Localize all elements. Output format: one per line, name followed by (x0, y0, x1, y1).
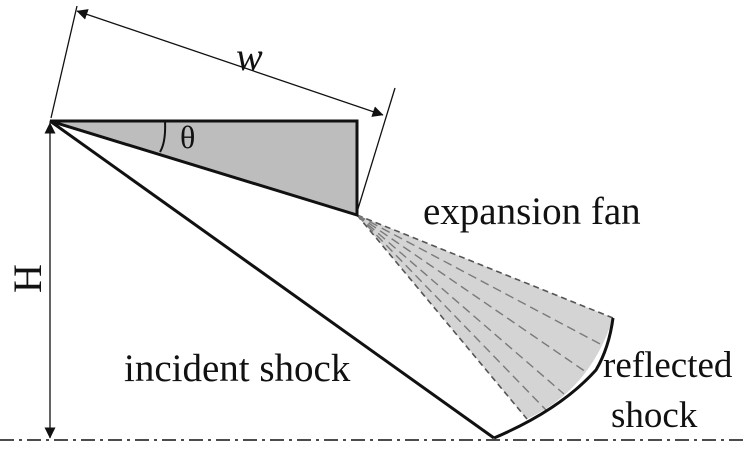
height-label: H (5, 264, 50, 293)
angle-label: θ (180, 119, 195, 155)
incident-shock-line (49, 119, 495, 440)
fan-ray (356, 214, 565, 395)
reflected-shock-line (493, 317, 615, 440)
wedge (49, 119, 359, 218)
incident-shock-label: incident shock (124, 347, 351, 390)
angle-arc (159, 120, 167, 153)
fan-ray (356, 214, 603, 346)
reflected-shock-label-line1: reflected (603, 345, 733, 386)
fan-ray (356, 214, 547, 411)
expansion-fan-label: expansion fan (423, 190, 641, 233)
width-label: w (236, 34, 263, 79)
fan-boundary-upper (356, 214, 614, 319)
dimension-extension-left (50, 5, 78, 119)
expansion-fan-region (357, 215, 613, 419)
dimension-extension-right (356, 87, 396, 213)
width-dimension-arrow (76, 9, 384, 117)
fan-ray (356, 214, 587, 373)
fan-boundary-lower (356, 214, 528, 420)
reflected-shock-label-line2: shock (611, 395, 698, 436)
